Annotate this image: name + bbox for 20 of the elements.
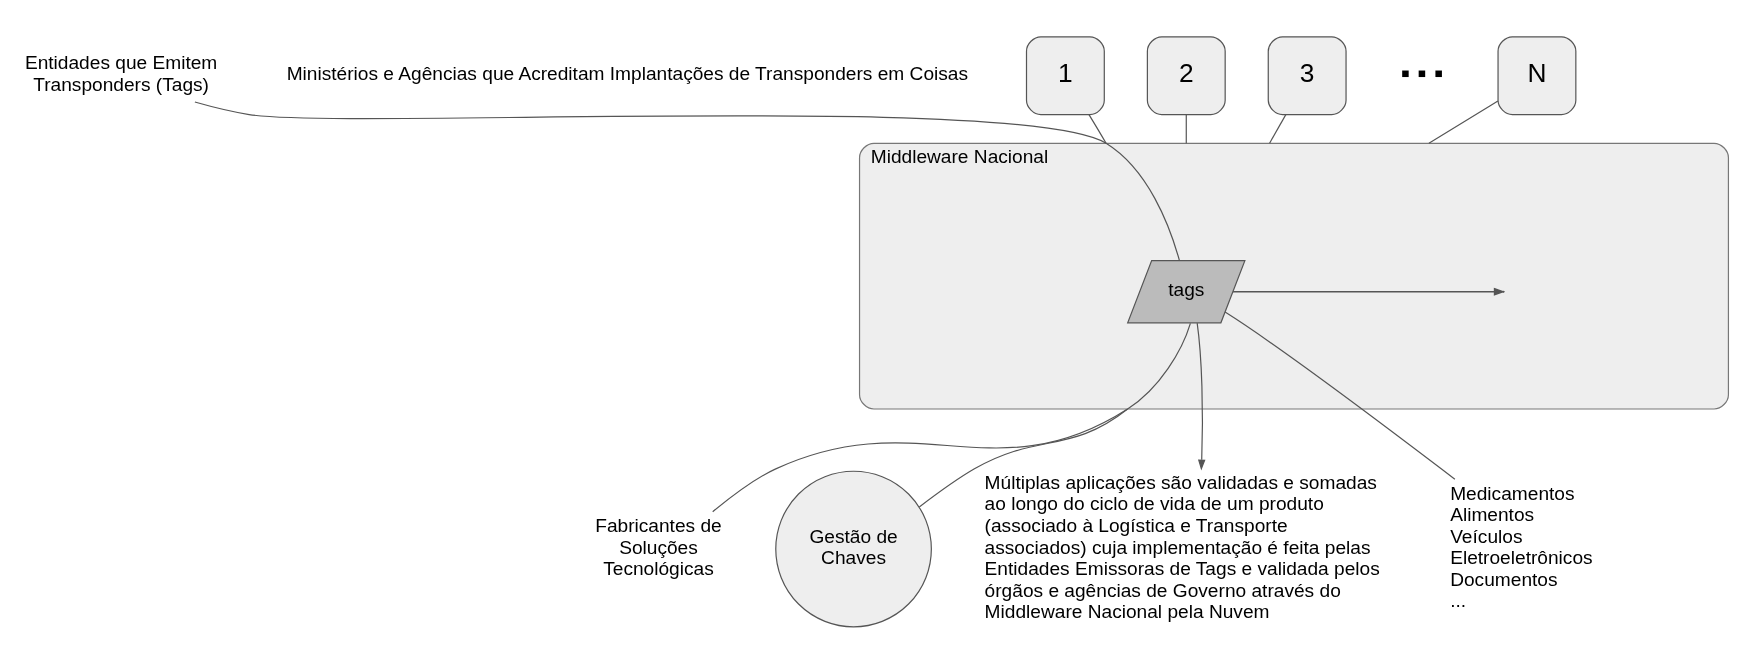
node-text: Medicamentos Alimentos Veículos Eletroeletrônicos Documentos ... (1450, 482, 1593, 611)
connector (1088, 113, 1107, 144)
node-text: Múltiplas aplicações são validadas e somadas ao longo do ciclo de vida de um produto (associado à Logística e Transporte associados) cuja implementação é feita pelas Entidades Emissoras de Tags e validada pelos órgãos e agências de Governo através do Middleware Nacional pela Nuvem (984, 471, 1380, 622)
connector (1428, 99, 1499, 144)
node-box: 1 (1025, 35, 1105, 115)
label: ▪ ▪ ▪ (1400, 57, 1444, 88)
label: Ministérios e Agências que Acreditam Implantações de Transponders em Coisas (286, 62, 969, 84)
connector (1224, 311, 1456, 480)
connector (1268, 113, 1287, 144)
arrow (1196, 322, 1206, 470)
connector (1185, 113, 1187, 144)
node-box: 3 (1267, 35, 1347, 115)
connector (918, 407, 1129, 508)
node-circle: Gestão de Chaves (775, 470, 932, 627)
node-box: N (1497, 35, 1577, 115)
node-text: Fabricantes de Soluções Tecnológicas (595, 514, 722, 579)
connector (194, 100, 1180, 261)
node-text: Entidades que Emitem Transponders (Tags) (24, 51, 218, 95)
node-box: 2 (1146, 35, 1226, 115)
connector (712, 322, 1191, 512)
